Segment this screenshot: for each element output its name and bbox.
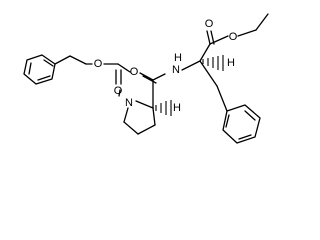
ester-oxygen-label: O xyxy=(229,31,238,43)
molecule-canvas: O O N H O H H O O N xyxy=(23,13,269,144)
carbamate-oxygen-label: O xyxy=(94,58,103,70)
carbamate-group xyxy=(103,63,131,85)
phe-alpha-hash xyxy=(202,55,224,71)
amide-hydrogen-label: H xyxy=(174,52,182,64)
structure-diagram: O O N H O H H O O N xyxy=(23,13,269,144)
ester-carbonyl-oxygen-label: O xyxy=(205,18,214,30)
phe-side-chain xyxy=(199,60,228,112)
proline-nitrogen-label: N xyxy=(125,97,133,109)
phenyl-ring xyxy=(222,104,261,144)
proline-alpha-hash xyxy=(155,100,172,116)
benzyl-linker xyxy=(54,55,93,65)
pro-alpha-hydrogen-label: H xyxy=(173,102,181,114)
ester-group xyxy=(199,13,269,62)
carbamate-carbonyl-oxygen-label: O xyxy=(114,85,123,97)
benzyl-ring xyxy=(23,54,56,85)
phe-backbone xyxy=(181,60,201,71)
phe-alpha-hydrogen-label: H xyxy=(227,57,235,69)
amide-carbonyl xyxy=(139,72,166,109)
amide-oxygen-label: O xyxy=(130,66,139,78)
proline-ring xyxy=(118,89,156,135)
amide-nitrogen-label: N xyxy=(172,64,180,76)
